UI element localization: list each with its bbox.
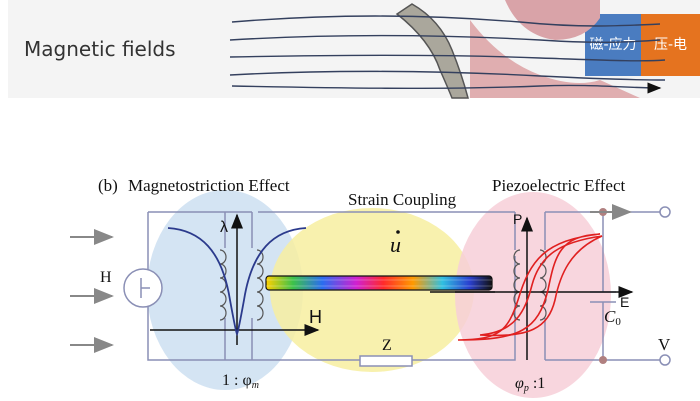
piezo-ratio: φp :1 (515, 375, 545, 394)
piezo-electric-badge: 压-电 (641, 14, 700, 76)
magneto-curve (167, 227, 307, 337)
circuit-wires (147, 211, 665, 361)
u-dot-label: u (390, 232, 401, 257)
banner-illustration (229, 0, 666, 99)
piezoelectric-title: Piezoelectric Effect (492, 176, 626, 195)
field-lines (229, 15, 666, 94)
probe-shape (395, 3, 469, 99)
tissue-shape-bottom (470, 20, 640, 98)
u-dot-mark (396, 230, 400, 234)
magnetic-ratio: 1 : φm (222, 372, 259, 391)
hysteresis-outer (457, 233, 601, 341)
c0-label: C0 (604, 307, 621, 328)
terminal-bottom (659, 354, 671, 366)
magnetostriction-region (147, 190, 303, 390)
z-label: Z (382, 337, 392, 354)
impedance-Z (359, 355, 413, 367)
h-axis-label: H (309, 307, 322, 327)
e-axis-label: E (620, 294, 629, 310)
node-bottom (599, 356, 607, 364)
p-axis-label: P (513, 211, 522, 227)
magnetic-fields-label: Magnetic fields (24, 37, 176, 61)
composite-rod (265, 275, 493, 291)
tissue-shape-top (505, 0, 600, 40)
strain-coupling-title: Strain Coupling (348, 190, 457, 209)
lambda-label: λ (220, 219, 228, 236)
magneto-axes (150, 213, 320, 345)
magnetostriction-title: Magnetostriction Effect (128, 176, 290, 195)
terminal-top (659, 206, 671, 218)
h-source-label: H (100, 269, 112, 286)
panel-label: (b) (98, 176, 118, 195)
v-label: V (658, 335, 671, 354)
input-arrows (70, 204, 632, 353)
hysteresis-inner (479, 235, 603, 337)
piezoelectric-region (455, 192, 611, 398)
